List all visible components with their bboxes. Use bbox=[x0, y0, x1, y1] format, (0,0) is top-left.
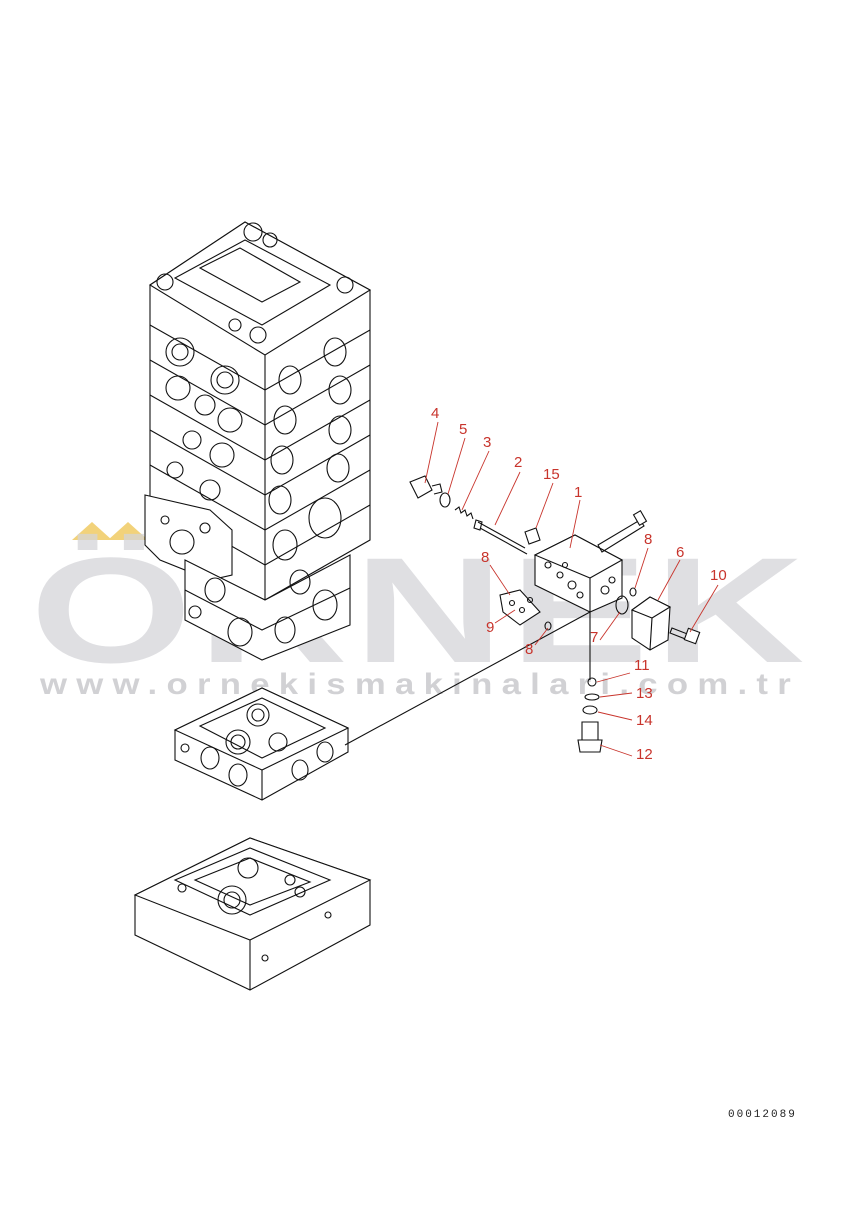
exploded-valve-parts bbox=[344, 475, 701, 753]
callout-7: 7 bbox=[590, 629, 598, 646]
callouts: 4 5 3 2 15 1 8 6 10 8 9 8 7 11 13 14 12 bbox=[431, 405, 727, 763]
callout-5: 5 bbox=[459, 421, 467, 438]
gasket-9 bbox=[499, 589, 541, 626]
callout-8-lower: 8 bbox=[525, 641, 533, 658]
callout-11: 11 bbox=[634, 657, 650, 674]
o-ring-5 bbox=[439, 492, 451, 508]
callout-15: 15 bbox=[543, 466, 560, 483]
watermark-url-text: www.ornekismakinalari.com.tr bbox=[39, 668, 800, 701]
watermark: ÖRNEK www.ornekismakinalari.com.tr bbox=[30, 522, 806, 701]
end-cover bbox=[133, 837, 372, 991]
ring-13 bbox=[584, 693, 600, 701]
callout-3: 3 bbox=[483, 434, 491, 451]
callout-4: 4 bbox=[431, 405, 439, 422]
spring-3 bbox=[454, 506, 474, 520]
callout-8-top: 8 bbox=[644, 531, 652, 548]
leader-lines bbox=[424, 421, 719, 757]
callout-12: 12 bbox=[636, 746, 653, 763]
callout-10: 10 bbox=[710, 567, 727, 584]
watermark-accent-right bbox=[108, 522, 148, 540]
drawing-code: 00012089 bbox=[728, 1109, 797, 1121]
callout-8-gasket: 8 bbox=[481, 549, 489, 566]
watermark-accent-left bbox=[72, 522, 112, 540]
ring-14 bbox=[582, 705, 598, 715]
valve-section bbox=[173, 687, 350, 801]
plug-12 bbox=[581, 721, 599, 741]
spool-2 bbox=[477, 521, 526, 549]
plug-4 bbox=[409, 475, 433, 499]
callout-13: 13 bbox=[636, 685, 653, 702]
callout-2: 2 bbox=[514, 454, 522, 471]
ball-11 bbox=[587, 677, 597, 687]
callout-14: 14 bbox=[636, 712, 653, 729]
control-valve-stack bbox=[144, 221, 372, 661]
part-15 bbox=[524, 527, 541, 545]
o-ring-7 bbox=[615, 595, 629, 615]
callout-1: 1 bbox=[574, 484, 582, 501]
callout-6: 6 bbox=[676, 544, 684, 561]
callout-9: 9 bbox=[486, 619, 494, 636]
